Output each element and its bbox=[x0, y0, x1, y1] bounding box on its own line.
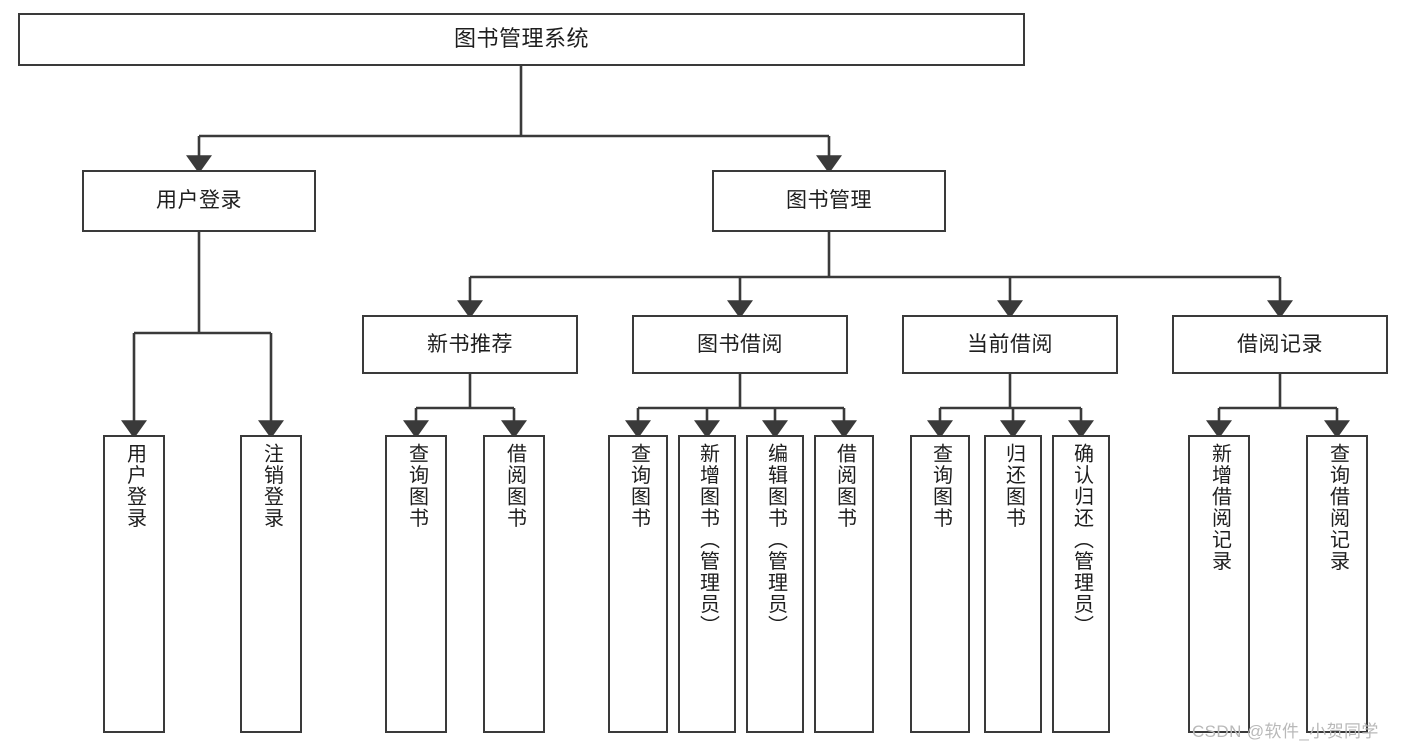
node-current-borrow[interactable]: 当前借阅 bbox=[902, 315, 1118, 374]
node-root-label: 图书管理系统 bbox=[453, 26, 589, 52]
node-current-borrow-label: 当前借阅 bbox=[967, 332, 1053, 356]
node-leaf-return-book[interactable]: 归还图书 bbox=[984, 435, 1042, 733]
node-leaf-borrow-book-2[interactable]: 借阅图书 bbox=[814, 435, 874, 733]
node-leaf-query-book-2[interactable]: 查询图书 bbox=[608, 435, 668, 733]
node-book-borrow[interactable]: 图书借阅 bbox=[632, 315, 848, 374]
node-leaf-user-login-label: 用户登录 bbox=[123, 443, 146, 529]
node-leaf-logout-label: 注销登录 bbox=[260, 443, 283, 529]
node-leaf-edit-book-label: 编辑图书（管理员） bbox=[764, 443, 787, 637]
node-leaf-add-record-label: 新增借阅记录 bbox=[1208, 443, 1231, 572]
node-leaf-borrow-book-1[interactable]: 借阅图书 bbox=[483, 435, 545, 733]
node-borrow-record-label: 借阅记录 bbox=[1237, 332, 1323, 356]
node-leaf-query-book-3-label: 查询图书 bbox=[929, 443, 952, 529]
node-root[interactable]: 图书管理系统 bbox=[18, 13, 1025, 66]
node-leaf-query-book-2-label: 查询图书 bbox=[627, 443, 650, 529]
node-leaf-user-login[interactable]: 用户登录 bbox=[103, 435, 165, 733]
node-new-book-recommend[interactable]: 新书推荐 bbox=[362, 315, 578, 374]
node-leaf-query-record[interactable]: 查询借阅记录 bbox=[1306, 435, 1368, 733]
node-new-book-recommend-label: 新书推荐 bbox=[427, 332, 513, 356]
node-leaf-query-record-label: 查询借阅记录 bbox=[1326, 443, 1349, 572]
node-leaf-borrow-book-2-label: 借阅图书 bbox=[833, 443, 856, 529]
node-leaf-add-book[interactable]: 新增图书（管理员） bbox=[678, 435, 736, 733]
node-leaf-query-book-1[interactable]: 查询图书 bbox=[385, 435, 447, 733]
node-book-manage-label: 图书管理 bbox=[786, 189, 872, 213]
node-leaf-add-record[interactable]: 新增借阅记录 bbox=[1188, 435, 1250, 733]
node-leaf-return-book-label: 归还图书 bbox=[1002, 443, 1025, 529]
csdn-watermark: CSDN @软件_小贺同学 bbox=[1192, 717, 1379, 742]
node-user-login[interactable]: 用户登录 bbox=[82, 170, 316, 232]
node-leaf-add-book-label: 新增图书（管理员） bbox=[696, 443, 719, 637]
node-user-login-label: 用户登录 bbox=[156, 189, 242, 213]
node-leaf-query-book-1-label: 查询图书 bbox=[405, 443, 428, 529]
node-leaf-query-book-3[interactable]: 查询图书 bbox=[910, 435, 970, 733]
node-leaf-confirm-return-label: 确认归还（管理员） bbox=[1070, 443, 1093, 637]
node-leaf-logout[interactable]: 注销登录 bbox=[240, 435, 302, 733]
node-borrow-record[interactable]: 借阅记录 bbox=[1172, 315, 1388, 374]
csdn-watermark-text: CSDN @软件_小贺同学 bbox=[1192, 722, 1379, 741]
node-book-manage[interactable]: 图书管理 bbox=[712, 170, 946, 232]
node-book-borrow-label: 图书借阅 bbox=[697, 332, 783, 356]
node-leaf-confirm-return[interactable]: 确认归还（管理员） bbox=[1052, 435, 1110, 733]
node-leaf-edit-book[interactable]: 编辑图书（管理员） bbox=[746, 435, 804, 733]
node-leaf-borrow-book-1-label: 借阅图书 bbox=[503, 443, 526, 529]
